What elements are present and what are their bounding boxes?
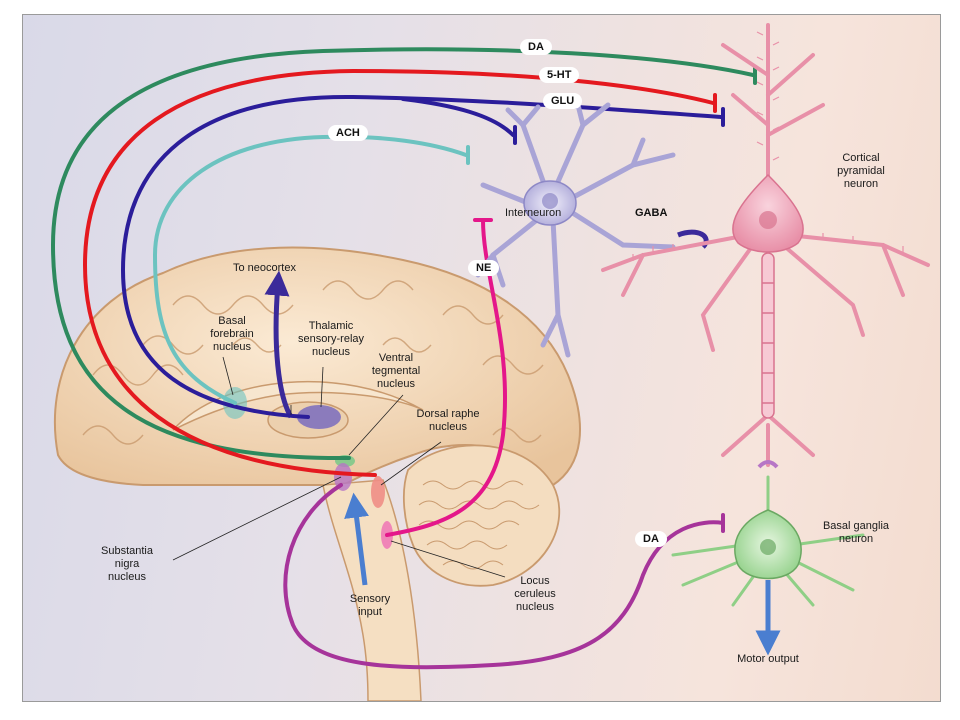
thalamic-label: Thalamic sensory-relay nucleus: [297, 320, 365, 358]
substantia-nigra-label: Substantia nigra nucleus: [101, 545, 153, 583]
locus-ceruleus-label: Locus ceruleus nucleus: [514, 575, 556, 613]
basal-ganglia-label: Basal ganglia neuron: [822, 520, 890, 545]
da-motor-label: DA: [635, 531, 667, 547]
ventral-tegmental-label: Ventral tegmental nucleus: [371, 352, 421, 390]
ne-label: NE: [468, 260, 500, 276]
sensory-input-arrow: [344, 492, 369, 586]
ach-pathway: [152, 134, 468, 405]
da-motor-pathway: [283, 483, 725, 670]
cortical-pyramidal-label: Cortical pyramidal neuron: [837, 152, 885, 190]
thalamic-nucleus-marker: [297, 405, 341, 429]
brain-sagittal: [53, 246, 581, 701]
sensory-input-label: Sensory input: [349, 593, 391, 618]
pyramidal-neuron-cell: [601, 23, 930, 469]
da-pathway: [50, 47, 755, 461]
basal-forebrain-label: Basal forebrain nucleus: [210, 315, 254, 353]
glu-branch-interneuron: [401, 97, 515, 137]
da-label: DA: [520, 39, 552, 55]
diagram-frame: DA 5-HT GLU ACH NE GABA DA Interneuron C…: [22, 14, 941, 702]
diagram-art: [50, 23, 930, 701]
to-neocortex-arrow: [264, 270, 294, 419]
basal-ganglia-neuron-cell: [671, 475, 865, 656]
to-neocortex-label: To neocortex: [233, 262, 296, 274]
substantia-nigra-marker: [334, 463, 352, 491]
gaba-label: GABA: [635, 207, 668, 219]
cerebellum: [403, 444, 561, 587]
interneuron-cell: [475, 102, 676, 358]
glu-label: GLU: [543, 93, 583, 109]
serotonin-label: 5-HT: [539, 67, 580, 83]
interneuron-label: Interneuron: [505, 207, 562, 219]
motor-output-label: Motor output: [737, 653, 799, 665]
ach-label: ACH: [328, 125, 368, 141]
dorsal-raphe-marker: [371, 476, 385, 508]
glu-pathway: [120, 94, 723, 419]
dorsal-raphe-label: Dorsal raphe nucleus: [416, 408, 480, 433]
